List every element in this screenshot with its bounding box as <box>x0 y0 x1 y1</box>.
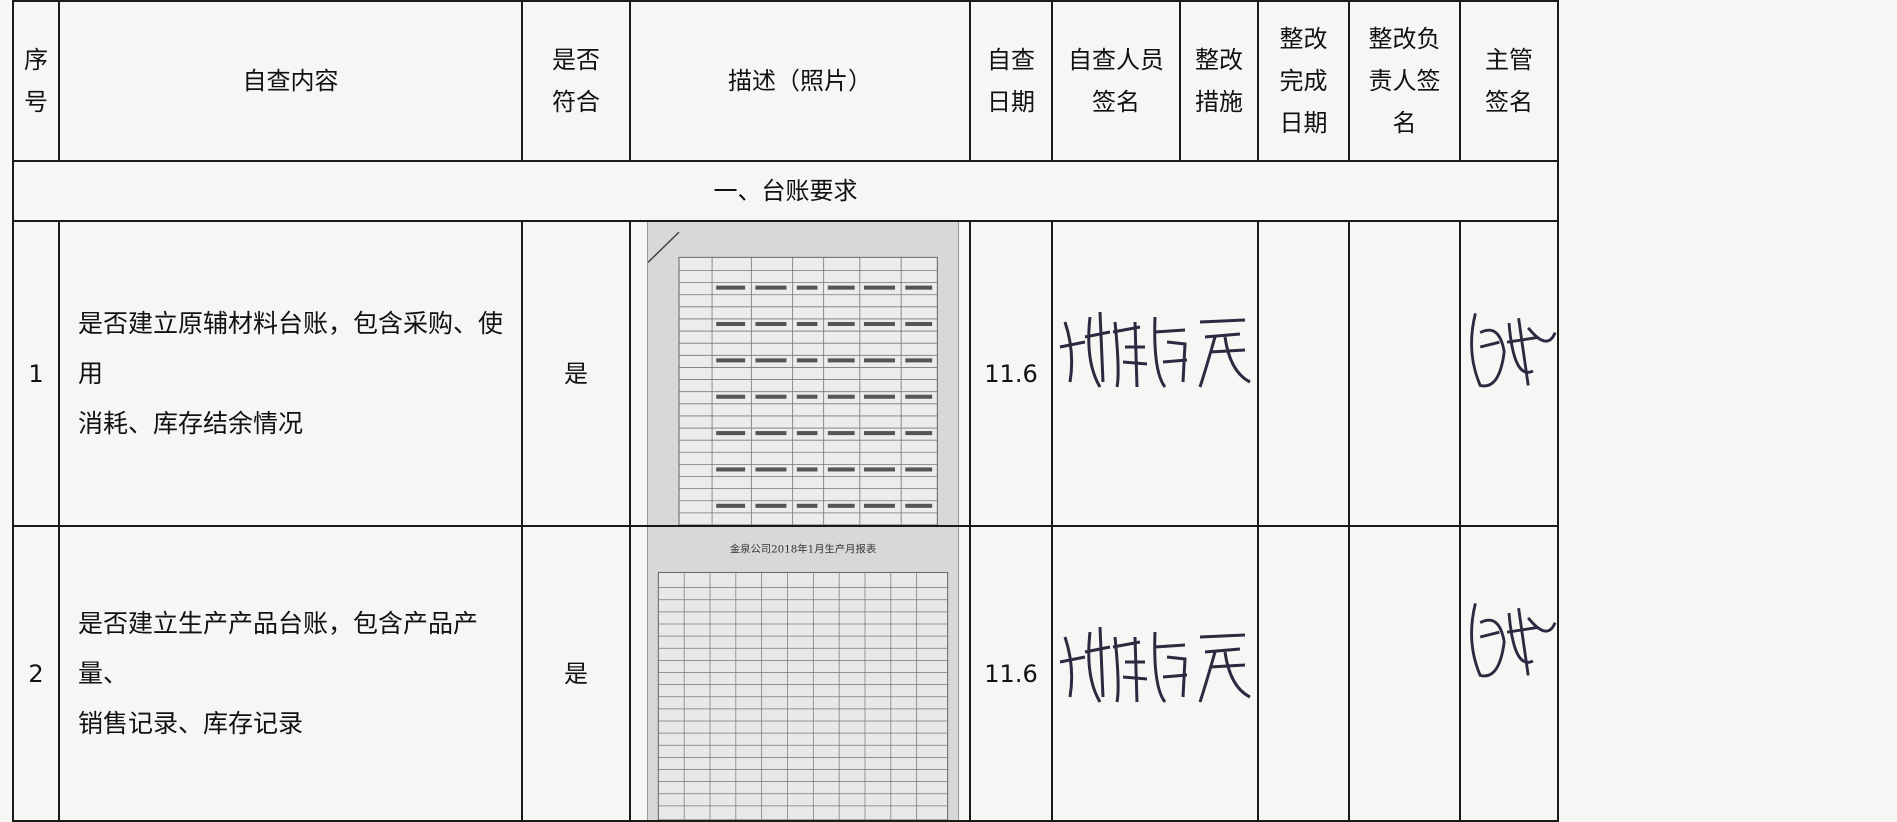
header-desc: 描述（照片） <box>629 0 971 162</box>
header-signer: 自查人员签名 <box>1051 0 1181 162</box>
handwritten-signature <box>1470 313 1556 388</box>
row-conform: 是 <box>521 525 631 822</box>
self-check-table: 序号 自查内容 是否符合 描述（照片） 自查日期 自查人员签名 整改措施 整改完… <box>12 0 1559 822</box>
report-caption: 金泉公司2018年1月生产月报表 <box>730 542 876 555</box>
row-photo: 金泉公司2018年1月生产月报表 <box>629 525 971 822</box>
handwritten-signature <box>1059 626 1251 703</box>
report-photo: 金泉公司2018年1月生产月报表 <box>647 528 959 819</box>
row-seq: 2 <box>12 525 60 822</box>
row-finish-date <box>1257 525 1350 822</box>
row-content: 是否建立原辅材料台账，包含采购、使用消耗、库存结余情况 <box>58 220 523 527</box>
row-supervisor-signature <box>1459 525 1559 822</box>
row-photo <box>629 220 971 527</box>
handwritten-signature <box>1059 311 1251 388</box>
row-responsible <box>1348 525 1461 822</box>
header-date: 自查日期 <box>969 0 1053 162</box>
section-row: 一、台账要求 <box>12 160 1559 222</box>
header-finish-date: 整改完成日期 <box>1257 0 1350 162</box>
header-measure: 整改措施 <box>1179 0 1259 162</box>
row-date: 11.6 <box>969 220 1053 527</box>
row-content: 是否建立生产产品台账，包含产品产量、销售记录、库存记录 <box>58 525 523 822</box>
row-signer-signature <box>1051 525 1259 822</box>
row-conform: 是 <box>521 220 631 527</box>
header-responsible: 整改负责人签名 <box>1348 0 1461 162</box>
header-content: 自查内容 <box>58 0 523 162</box>
row-seq: 1 <box>12 220 60 527</box>
table-row: 2 是否建立生产产品台账，包含产品产量、销售记录、库存记录 是 金泉公司2018… <box>12 525 1559 822</box>
row-supervisor-signature <box>1459 220 1559 527</box>
handwritten-signature <box>1470 603 1556 678</box>
ledger-photo <box>647 223 959 524</box>
section-title: 一、台账要求 <box>12 160 1559 222</box>
row-date: 11.6 <box>969 525 1053 822</box>
header-row: 序号 自查内容 是否符合 描述（照片） 自查日期 自查人员签名 整改措施 整改完… <box>12 0 1559 162</box>
row-signer-signature <box>1051 220 1259 527</box>
header-conform: 是否符合 <box>521 0 631 162</box>
header-supervisor: 主管签名 <box>1459 0 1559 162</box>
row-finish-date <box>1257 220 1350 527</box>
table-row: 1 是否建立原辅材料台账，包含采购、使用消耗、库存结余情况 是 <box>12 220 1559 527</box>
row-responsible <box>1348 220 1461 527</box>
header-seq: 序号 <box>12 0 60 162</box>
